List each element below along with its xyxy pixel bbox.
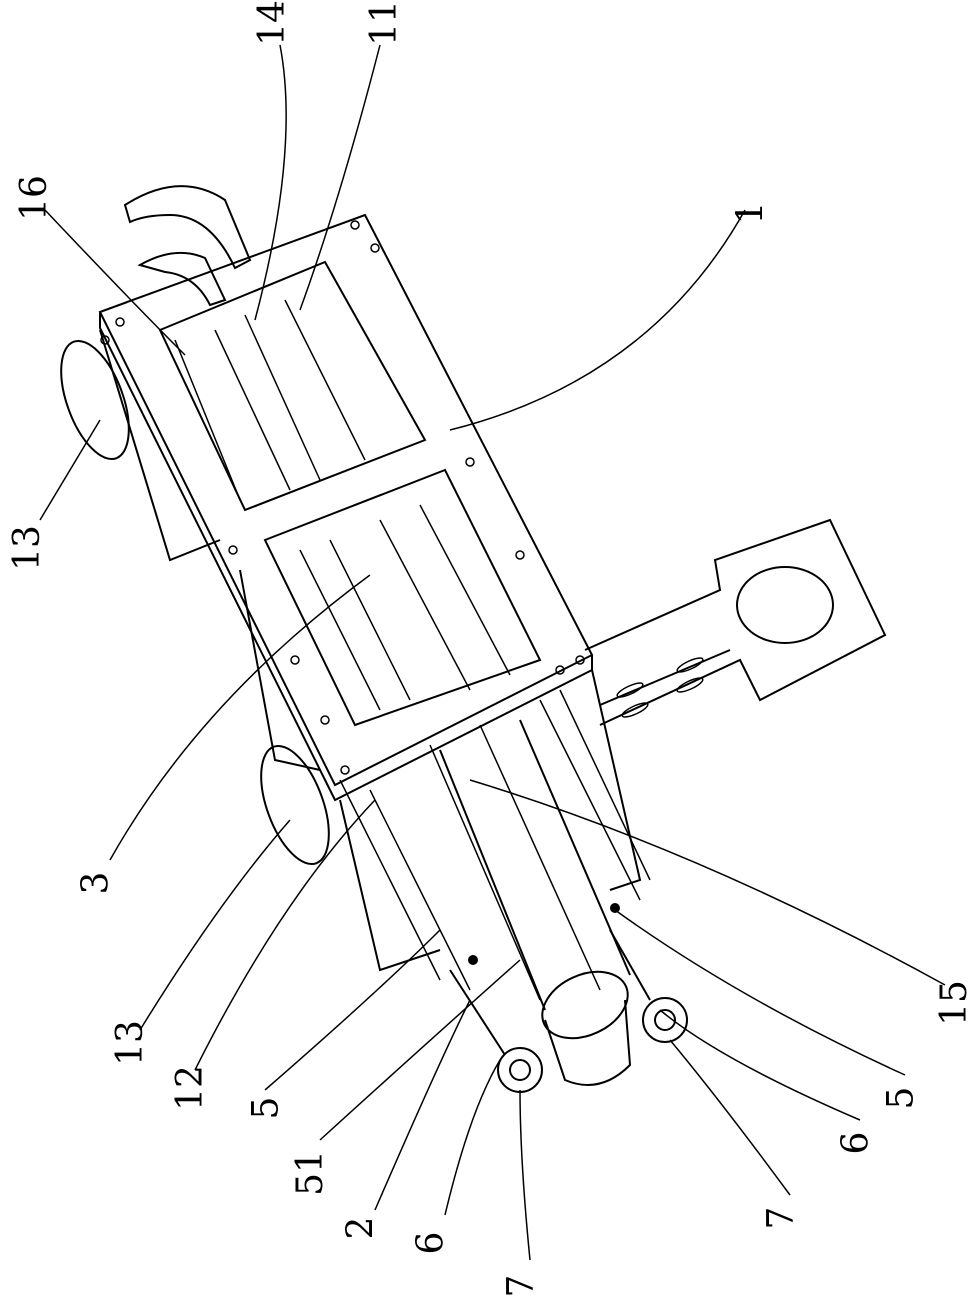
part-label-7-left: 7 xyxy=(503,1275,539,1298)
rear-clamps xyxy=(125,186,250,305)
part-label-13-top: 13 xyxy=(10,525,46,571)
part-label-51: 51 xyxy=(293,1150,329,1196)
front-assembly xyxy=(440,720,687,1092)
mounting-bracket xyxy=(585,520,885,725)
part-label-6-left: 6 xyxy=(413,1232,449,1255)
part-label-5-left: 5 xyxy=(248,1097,284,1120)
part-label-7-right: 7 xyxy=(763,1207,799,1230)
adjusting-knobs xyxy=(47,332,342,873)
part-label-15: 15 xyxy=(937,980,969,1026)
part-label-2: 2 xyxy=(343,1217,379,1240)
part-label-13-bottom: 13 xyxy=(113,1020,149,1066)
part-label-3: 3 xyxy=(78,872,114,895)
slide-rails xyxy=(175,300,650,1000)
part-label-12: 12 xyxy=(173,1065,209,1111)
side-supports xyxy=(100,330,640,970)
part-label-11: 11 xyxy=(367,0,403,46)
main-frame xyxy=(100,215,592,800)
part-label-1: 1 xyxy=(733,202,769,225)
part-label-5-right: 5 xyxy=(883,1087,919,1110)
part-label-14: 14 xyxy=(255,0,291,46)
part-label-6-right: 6 xyxy=(838,1132,874,1155)
part-label-16: 16 xyxy=(17,175,53,221)
